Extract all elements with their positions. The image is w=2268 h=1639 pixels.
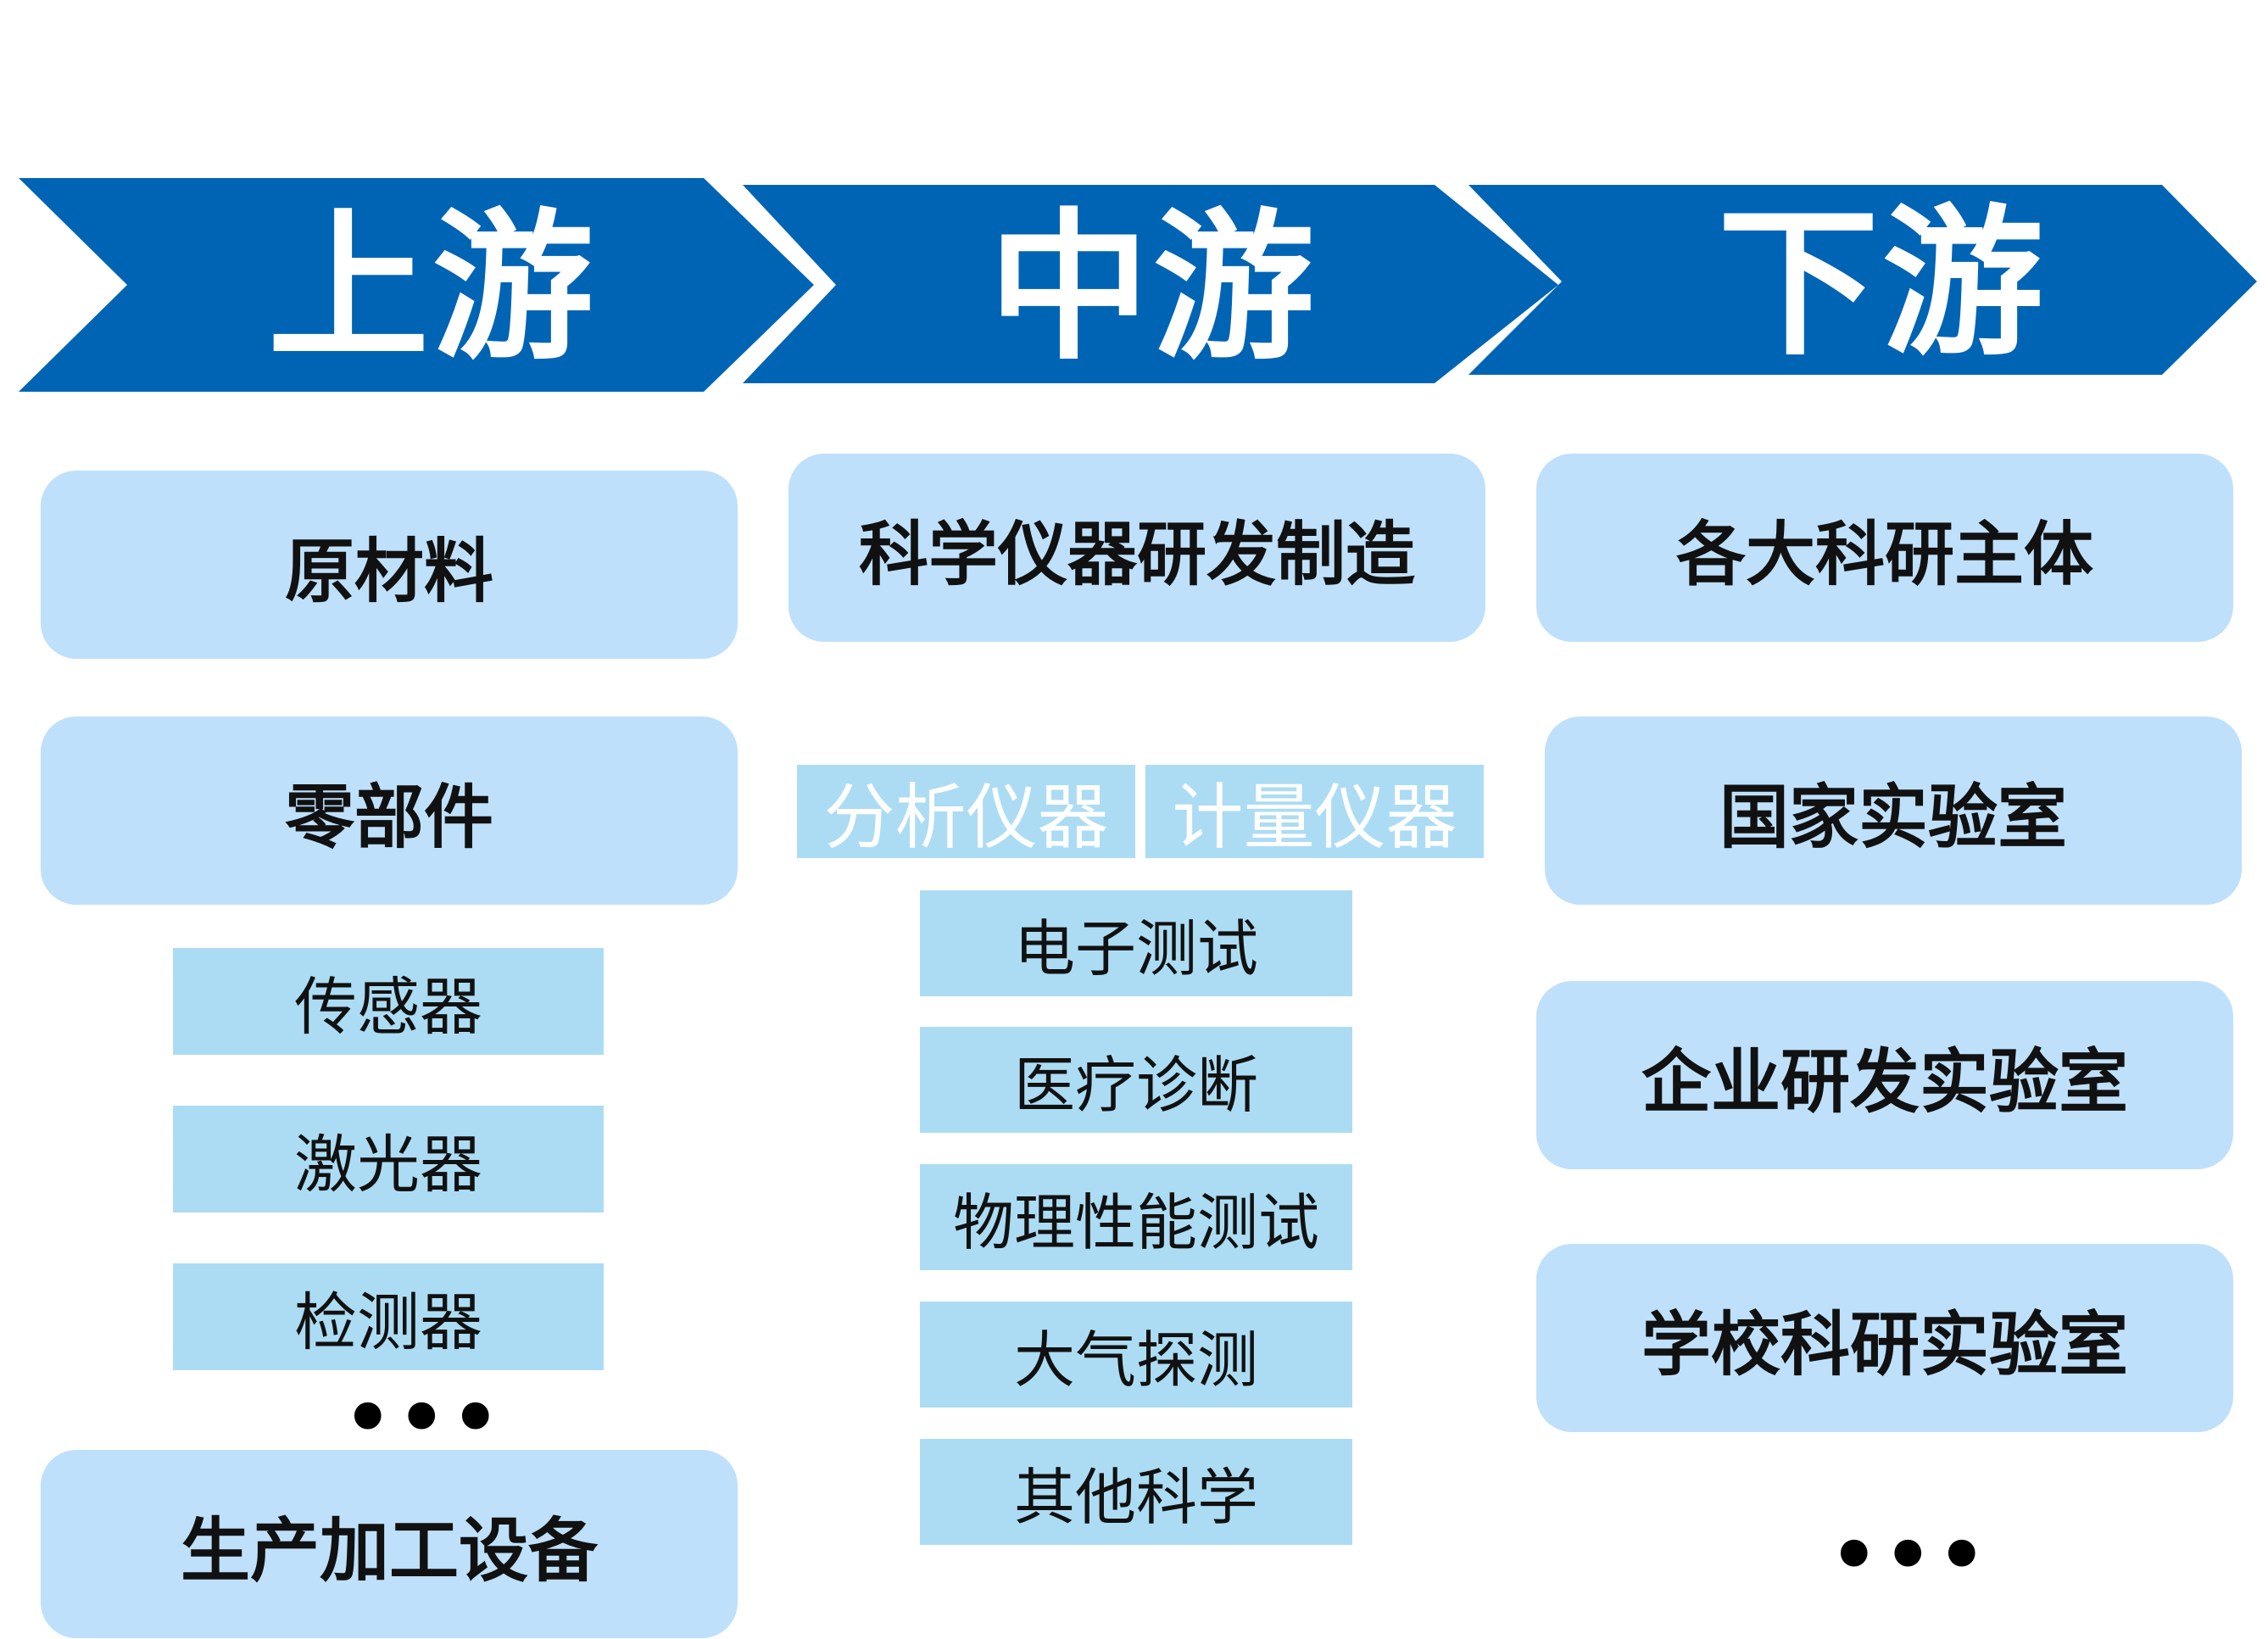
downstream-item: 国家实验室 — [1545, 716, 2242, 905]
upstream-sub-item: 激光器 — [173, 1106, 604, 1213]
downstream-item: 企业研发实验室 — [1536, 981, 2233, 1169]
upstream-raw-materials: 原材料 — [41, 471, 738, 659]
chevron-midstream — [743, 185, 1558, 383]
midstream-sub-item: 电子测试 — [920, 890, 1352, 996]
chevron-downstream — [1468, 185, 2257, 375]
midstream-title: 科学仪器研发制造 — [789, 454, 1485, 642]
midstream-sub-item: 大气探测 — [920, 1302, 1352, 1408]
upstream-ellipsis: ••• — [343, 1374, 505, 1463]
upstream-sub-item: 传感器 — [173, 948, 604, 1055]
downstream-ellipsis: ••• — [1830, 1511, 1992, 1600]
chevron-upstream — [19, 178, 814, 392]
downstream-item: 学校科研实验室 — [1536, 1244, 2233, 1432]
midstream-category: 分析仪器 — [797, 765, 1135, 859]
upstream-equipment: 生产加工设备 — [41, 1450, 738, 1638]
downstream-title: 各大科研主体 — [1536, 454, 2233, 642]
midstream-sub-item: 其他科学 — [920, 1439, 1352, 1545]
midstream-sub-item: 医疗诊断 — [920, 1027, 1352, 1133]
stage-label-upstream: 上游 — [267, 194, 597, 382]
upstream-parts: 零部件 — [41, 716, 738, 905]
midstream-sub-item: 物理性能测试 — [920, 1164, 1352, 1270]
midstream-category: 计量仪器 — [1145, 765, 1484, 859]
stage-label-midstream: 中游 — [988, 194, 1318, 382]
stage-label-downstream: 下游 — [1717, 190, 2047, 377]
upstream-sub-item: 检测器 — [173, 1263, 604, 1370]
